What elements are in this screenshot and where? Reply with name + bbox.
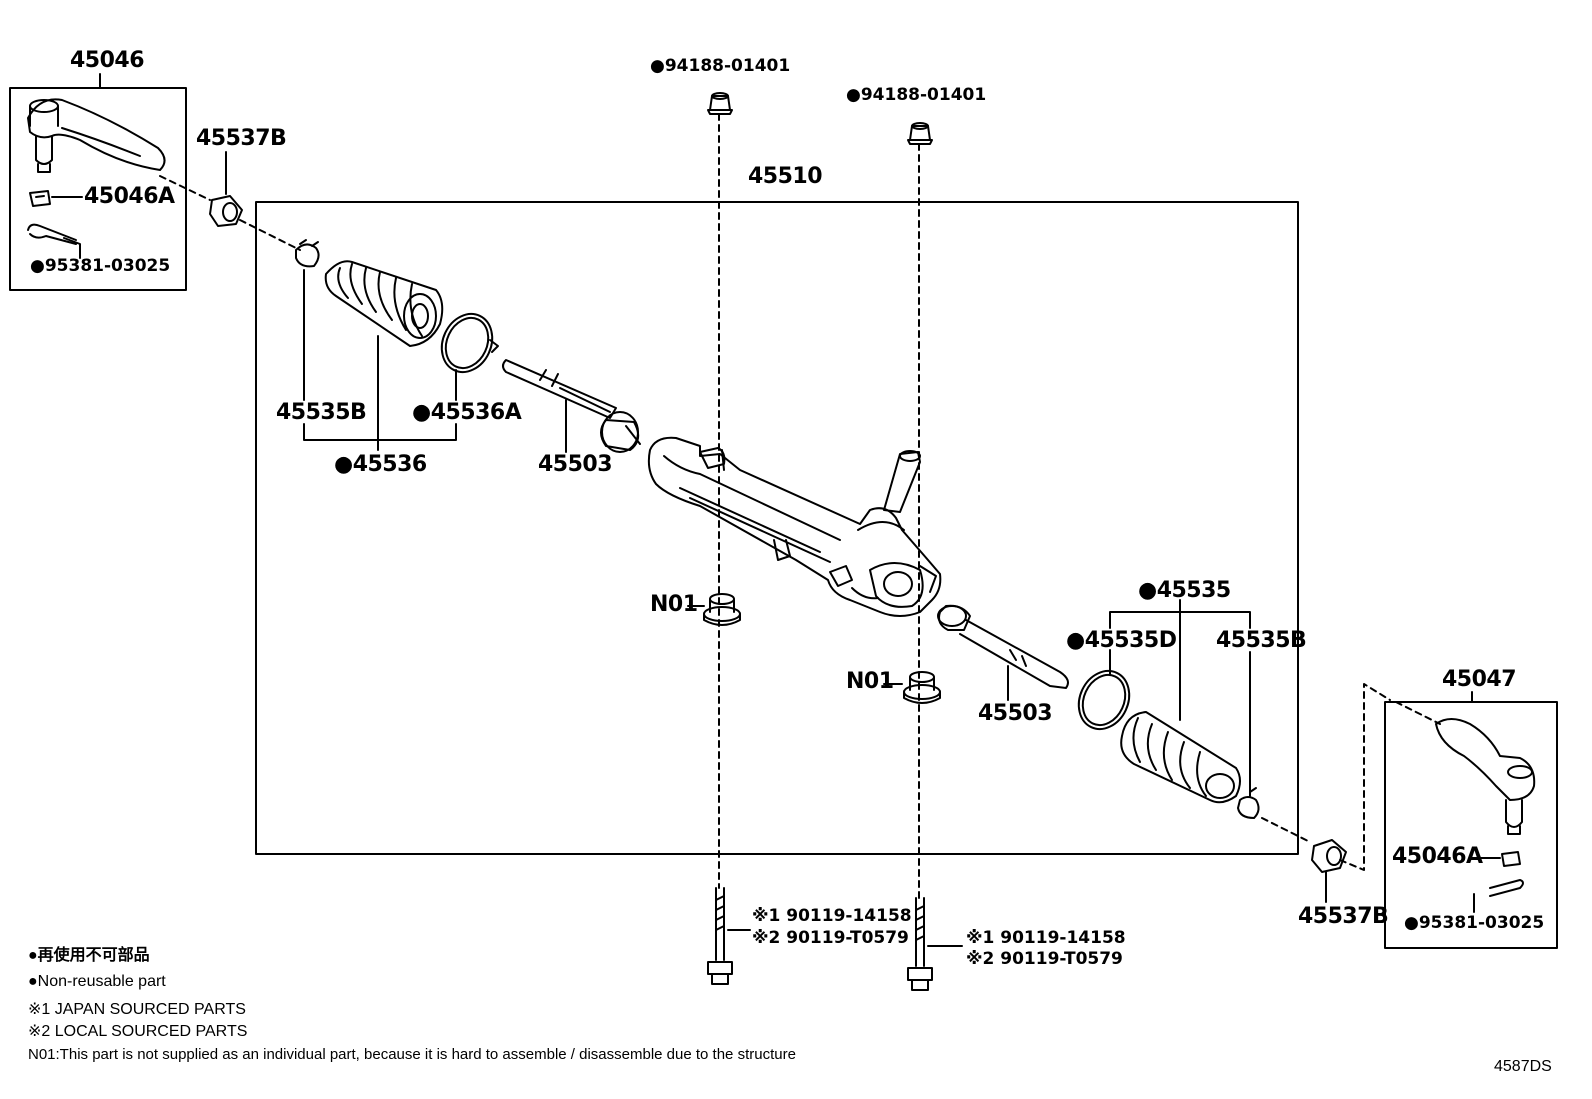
steering-rack-housing-part [647, 436, 942, 617]
bolt-right-part [907, 897, 933, 991]
bushing-right-part [1311, 839, 1347, 873]
left-tie-rod-end-box [9, 87, 187, 291]
part-number-45503-left: 45503 [538, 452, 613, 477]
part-number-94188-right: ●94188-01401 [846, 85, 987, 105]
part-number-45537b-left: 45537B [196, 126, 287, 151]
part-number-45535b-right: 45535B [1216, 628, 1307, 653]
bolt-left-japan-part-number: ※1 90119-14158 [752, 906, 912, 926]
right-tie-rod-end-box [1384, 701, 1558, 949]
legend-non-reusable-jp: ●再使用不可部品 [28, 947, 150, 964]
part-number-95381-right: ●95381-03025 [1404, 913, 1545, 933]
part-number-n01-left: N01 [650, 592, 698, 617]
rack-boot-left-part [324, 260, 444, 347]
diagram-code: 4587DS [1494, 1058, 1552, 1075]
part-number-45503-right: 45503 [978, 701, 1053, 726]
right-tie-rod-end-part [1435, 718, 1536, 835]
part-number-45510: 45510 [748, 164, 823, 189]
tie-rod-right-part [937, 604, 1069, 689]
bushing-left-part [209, 195, 243, 227]
left-tie-rod-end-part [27, 98, 166, 173]
legend-japan-sourced: ※1 JAPAN SOURCED PARTS [28, 1001, 246, 1018]
part-number-45536: ●45536 [334, 452, 427, 477]
part-number-n01-right: N01 [846, 669, 894, 694]
right-axis-dashed-line [1261, 683, 1441, 871]
cotter-pin-left-part [27, 223, 81, 259]
part-number-45535d: ●45535D [1066, 628, 1177, 653]
part-number-94188-left: ●94188-01401 [650, 56, 791, 76]
bracket-45536 [303, 423, 457, 451]
rack-boot-right-part [1120, 711, 1241, 804]
part-number-45535: ●45535 [1138, 578, 1231, 603]
part-number-45046a-left: 45046A [84, 184, 175, 209]
legend-n01-note: N01:This part is not supplied as an indi… [28, 1046, 796, 1063]
left-axis-dashed-line [159, 175, 301, 251]
bolt-left-local-part-number: ※2 90119-T0579 [752, 928, 909, 948]
rack-assembly-box [255, 201, 1299, 855]
flange-nut-left-part [707, 92, 733, 115]
part-number-45046a-right: 45046A [1392, 844, 1483, 869]
boot-band-right-part [1077, 669, 1131, 731]
castle-nut-left-part [29, 190, 83, 207]
part-number-45536a: ●45536A [412, 400, 522, 425]
flange-nut-right-part [907, 122, 933, 145]
part-number-45535b-left: 45535B [276, 400, 367, 425]
part-number-95381-left: ●95381-03025 [30, 256, 171, 276]
tie-rod-left-part [502, 359, 641, 453]
boot-clamp-left-part [295, 239, 320, 268]
part-number-45047: 45047 [1442, 667, 1517, 692]
boot-band-left-part [440, 312, 499, 374]
part-number-45537b-right: 45537B [1298, 904, 1389, 929]
legend-non-reusable-en: ●Non-reusable part [28, 973, 166, 990]
grommet-n01-left-part [703, 593, 741, 626]
boot-clamp-right-part [1237, 787, 1260, 819]
bolt-right-japan-part-number: ※1 90119-14158 [966, 928, 1126, 948]
bolt-left-part [707, 887, 733, 985]
cotter-pin-right-part [1473, 879, 1524, 913]
grommet-n01-right-part [903, 671, 941, 704]
castle-nut-right-part [1469, 851, 1521, 867]
part-number-45046: 45046 [70, 48, 145, 73]
legend-local-sourced: ※2 LOCAL SOURCED PARTS [28, 1023, 248, 1040]
bolt-right-local-part-number: ※2 90119-T0579 [966, 949, 1123, 969]
